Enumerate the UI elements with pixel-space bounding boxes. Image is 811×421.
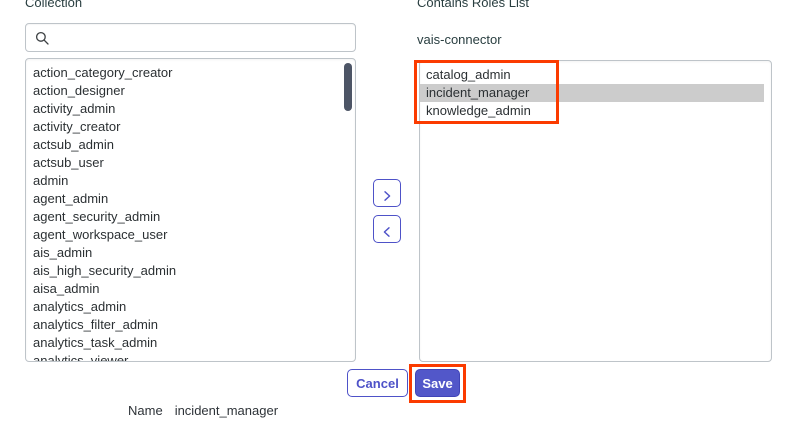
role-name-subtitle: vais-connector xyxy=(417,32,502,47)
available-option[interactable]: analytics_task_admin xyxy=(33,335,158,350)
available-option[interactable]: action_category_creator xyxy=(33,65,173,80)
available-option[interactable]: activity_admin xyxy=(33,101,116,116)
available-option[interactable]: action_designer xyxy=(33,83,125,98)
available-option[interactable]: actsub_admin xyxy=(33,137,114,152)
remove-role-button[interactable] xyxy=(373,215,401,243)
search-box[interactable] xyxy=(25,23,356,52)
name-value: incident_manager xyxy=(174,403,279,418)
available-option[interactable]: agent_admin xyxy=(33,191,109,206)
search-input[interactable] xyxy=(49,24,355,51)
chevron-left-icon xyxy=(374,225,400,239)
available-option[interactable]: agent_workspace_user xyxy=(33,227,168,242)
available-list-scrollbar[interactable] xyxy=(344,63,352,111)
available-option[interactable]: agent_security_admin xyxy=(33,209,161,224)
available-option[interactable]: analytics_admin xyxy=(33,299,127,314)
name-row: Name incident_manager xyxy=(128,403,278,418)
contains-roles-list-label: Contains Roles List xyxy=(417,0,529,10)
search-icon xyxy=(35,31,49,45)
available-option[interactable]: analytics_viewer xyxy=(33,353,129,361)
save-button[interactable]: Save xyxy=(415,369,460,397)
available-option[interactable]: analytics_filter_admin xyxy=(33,317,159,332)
available-option[interactable]: activity_creator xyxy=(33,119,121,134)
name-label: Name xyxy=(128,403,163,418)
available-option[interactable]: actsub_user xyxy=(33,155,104,170)
available-option[interactable]: aisa_admin xyxy=(33,281,100,296)
selected-option[interactable]: catalog_admin xyxy=(426,67,511,82)
available-option[interactable]: ais_admin xyxy=(33,245,93,260)
available-option[interactable]: admin xyxy=(33,173,69,188)
add-role-button[interactable] xyxy=(373,179,401,207)
selected-option[interactable]: knowledge_admin xyxy=(426,103,531,118)
selected-option-active[interactable]: incident_manager xyxy=(420,84,764,102)
chevron-right-icon xyxy=(374,189,400,203)
available-option[interactable]: ais_high_security_admin xyxy=(33,263,177,278)
cancel-button[interactable]: Cancel xyxy=(347,369,408,397)
collection-label: Collection xyxy=(25,0,83,10)
